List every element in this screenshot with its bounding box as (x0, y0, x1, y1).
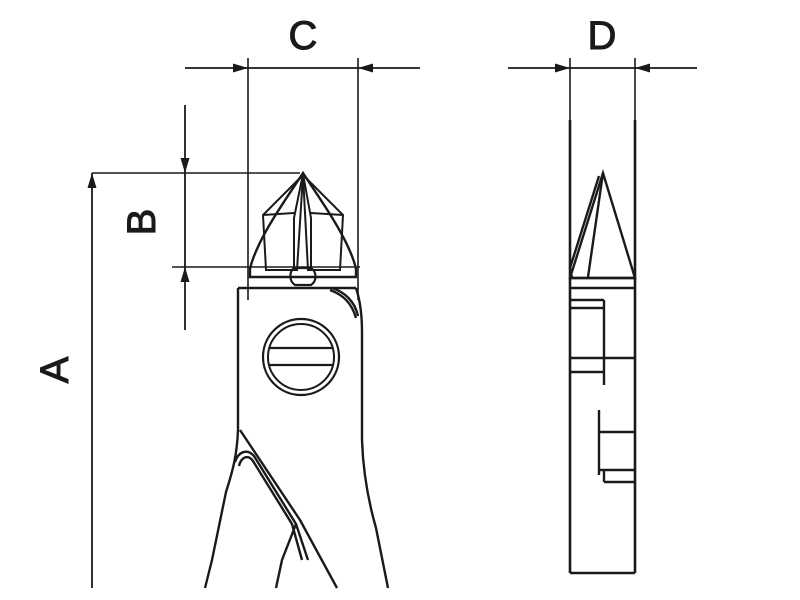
jaw-nub (289, 266, 317, 287)
dimension-c: C (185, 14, 420, 73)
jaw-nub-outline (289, 266, 317, 287)
facet-chord-right (310, 212, 344, 216)
dimension-a: A (33, 173, 97, 588)
side-head-bevel-outer (568, 175, 601, 279)
handle-left-inner-b (237, 455, 304, 561)
cutting-head (248, 170, 358, 279)
dimension-b: B (120, 105, 190, 330)
side-view (568, 58, 637, 575)
side-view-handle-detail (597, 410, 635, 484)
dimension-d-label: D (588, 14, 617, 58)
front-view (92, 58, 390, 589)
pivot-screw (261, 317, 341, 397)
dimension-b-label: B (120, 209, 164, 236)
handle-left-outer (239, 429, 339, 589)
handle-right-tail (274, 523, 298, 589)
pliers-body (203, 286, 390, 589)
screw-outer-circle (261, 317, 341, 397)
joint-shoulder-right-inner (329, 288, 358, 319)
head-outline (248, 170, 358, 279)
facet-chord-left (262, 212, 295, 216)
front-view-extension-lines (92, 58, 360, 300)
side-view-head (568, 168, 637, 280)
side-head-bevel (586, 172, 605, 278)
handle-left-inner-a (233, 450, 310, 561)
handles (233, 429, 339, 589)
screw-inner-circle (267, 323, 335, 391)
cutting-edge-left (261, 172, 305, 271)
body-right-contour (354, 287, 390, 589)
dimension-a-label: A (33, 356, 77, 383)
joint-shoulder-right (331, 286, 360, 317)
side-view-joint-block (570, 286, 635, 385)
head-centre-spine-left (293, 173, 304, 268)
cutting-edge-right (301, 172, 345, 271)
side-head-triangle (568, 168, 637, 280)
cutting-edges (261, 172, 345, 271)
head-centre-spine-right (302, 173, 312, 268)
side-view-body (568, 120, 637, 575)
dimension-d: D (508, 14, 697, 73)
dimension-c-label: C (289, 14, 318, 58)
body-left-contour (203, 288, 240, 589)
